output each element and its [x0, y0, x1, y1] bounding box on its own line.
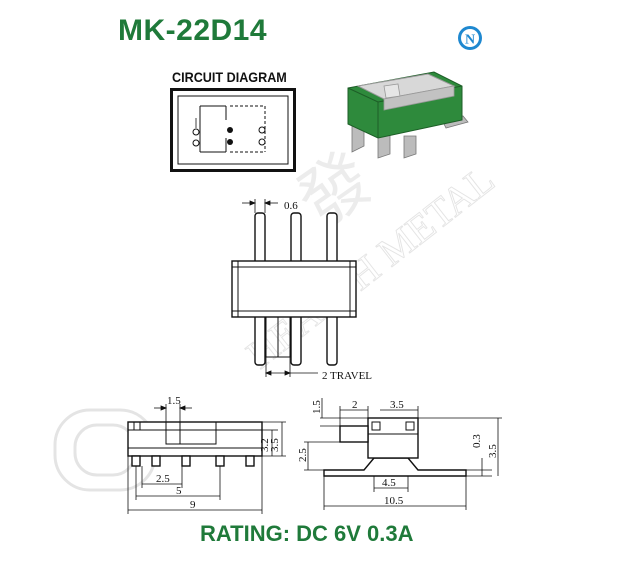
- product-illustration: [347, 71, 469, 159]
- end-dim-0-3: 0.3: [471, 434, 483, 448]
- end-dim-3-5-right: 3.5: [487, 444, 499, 458]
- side-dim-5: 5: [176, 485, 182, 497]
- circuit-diagram: [170, 88, 296, 172]
- side-view-drawing: 1.5 3.2 3.5 2.5 5 9: [127, 395, 286, 514]
- dim-travel: 2 TRAVEL: [322, 370, 372, 382]
- end-dim-1-5: 1.5: [311, 400, 323, 414]
- end-dim-2: 2: [352, 399, 358, 411]
- brand-letter: N: [465, 33, 475, 48]
- page-title: MK-22D14: [118, 14, 268, 47]
- side-dim-9: 9: [190, 499, 196, 511]
- dim-pin-width: 0.6: [284, 200, 298, 212]
- side-dim-1-5: 1.5: [167, 395, 181, 407]
- end-dim-4-5: 4.5: [382, 477, 396, 489]
- brand-logo-icon: N: [458, 26, 482, 50]
- side-dim-3-5: 3.5: [269, 438, 281, 452]
- side-dim-2-5: 2.5: [156, 473, 170, 485]
- side-dim-3-2: 3.2: [259, 438, 271, 452]
- circuit-diagram-label: CIRCUIT DIAGRAM: [172, 69, 287, 85]
- end-view-drawing: 1.5 2 3.5 2.5 0.3 3.5 4.5 10.5: [297, 398, 502, 510]
- rating-text: RATING: DC 6V 0.3A: [200, 521, 414, 546]
- top-view-drawing: 0.6 2 TRAVEL: [231, 199, 372, 382]
- end-dim-10-5: 10.5: [384, 495, 404, 507]
- end-dim-2-5: 2.5: [297, 448, 309, 462]
- end-dim-3-5-top: 3.5: [390, 399, 404, 411]
